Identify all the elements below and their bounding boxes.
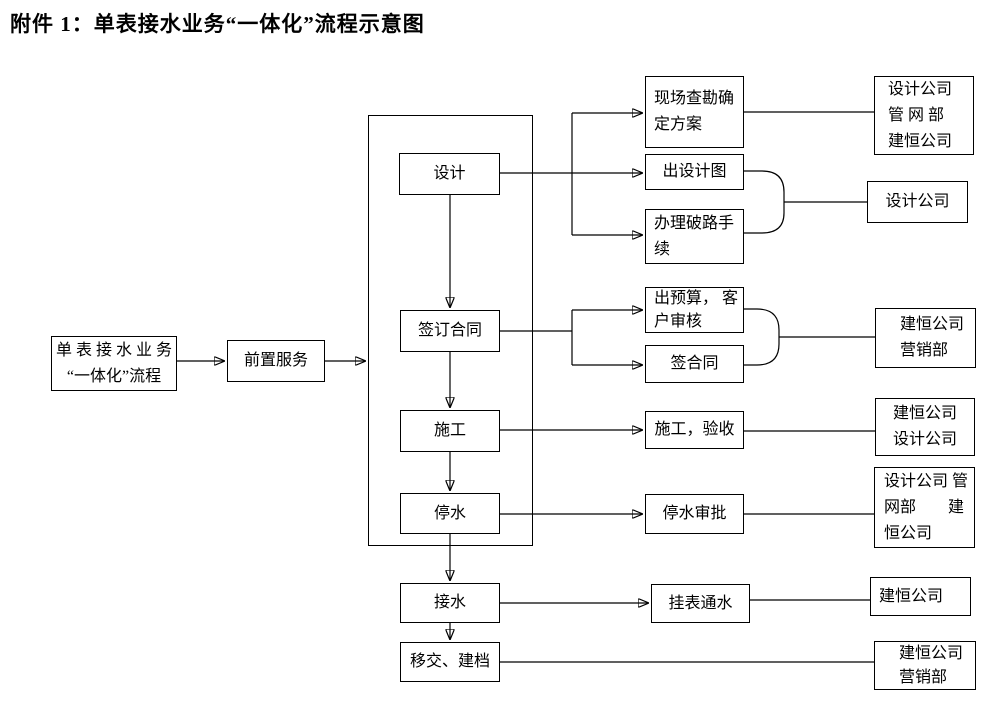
node-site-survey-line2: 定方案: [654, 116, 703, 133]
org-design: 设计公司: [867, 181, 968, 223]
node-design-label: 设计: [433, 165, 466, 182]
org-jianheng-marketing: 建恒公司 营销部: [875, 308, 976, 368]
org-jianheng-design: 建恒公司 设计公司: [875, 398, 975, 456]
node-construction-label: 施工: [433, 422, 466, 439]
node-handover: 移交、建档: [400, 642, 500, 682]
node-budget-review-line1: 出预算， 客: [654, 290, 739, 307]
node-sign-simple: 签合同: [645, 345, 744, 383]
org-jianheng-design-line2: 设计公司: [892, 431, 957, 448]
node-construction: 施工: [400, 410, 500, 452]
node-stop-approval: 停水审批: [645, 494, 744, 534]
node-pre-service: 前置服务: [227, 340, 325, 382]
node-design-drawing-label: 出设计图: [662, 163, 727, 180]
node-budget-review: 出预算， 客 户审核: [645, 287, 744, 333]
org-design-pipe-jianheng: 设计公司 管 网 部 建恒公司: [874, 76, 974, 155]
node-design: 设计: [399, 153, 500, 195]
node-meter-water: 挂表通水: [651, 584, 750, 623]
node-sign-contract: 签订合同: [400, 310, 500, 352]
process-group-container: [368, 115, 533, 546]
node-connect-water-label: 接水: [433, 594, 466, 611]
node-road-break-line2: 续: [654, 240, 671, 258]
org-jianheng-marketing-line1: 建恒公司: [900, 316, 965, 333]
page-title: 附件 1：单表接水业务“一体化”流程示意图: [10, 12, 425, 36]
node-site-survey: 现场查勘确 定方案: [645, 76, 744, 148]
node-sign-contract-label: 签订合同: [417, 322, 482, 339]
org-jianheng: 建恒公司: [870, 577, 971, 616]
org-design-pipe-jianheng-2-line3: 恒公司: [884, 524, 933, 542]
org-jianheng-marketing-2-line1: 建恒公司: [899, 644, 964, 662]
node-budget-review-line2: 户审核: [654, 313, 703, 330]
node-handover-label: 移交、建档: [409, 653, 490, 670]
node-stop-water: 停水: [400, 493, 500, 534]
node-construction-accept-label: 施工，验收: [654, 421, 735, 438]
node-road-break-line1: 办理破路手: [654, 214, 735, 232]
node-design-drawing: 出设计图: [645, 154, 744, 190]
node-road-break: 办理破路手 续: [645, 209, 744, 264]
org-design-pipe-jianheng-2-line1: 设计公司 管: [884, 472, 969, 490]
org-design-pipe-jianheng-line2: 管 网 部: [888, 106, 945, 124]
org-design-pipe-jianheng-line3: 建恒公司: [888, 132, 953, 150]
node-stop-water-label: 停水: [433, 504, 466, 522]
node-pre-service-label: 前置服务: [243, 352, 308, 369]
node-start: 单 表 接 水 业 务 “一体化”流程: [51, 336, 177, 391]
node-sign-simple-label: 签合同: [670, 355, 719, 372]
node-meter-water-label: 挂表通水: [668, 594, 733, 612]
org-jianheng-marketing-2: 建恒公司 营销部: [874, 641, 976, 690]
bracket-drawing-roadbreak: [744, 170, 785, 234]
org-jianheng-design-line1: 建恒公司: [892, 405, 957, 422]
org-jianheng-marketing-2-line2: 营销部: [899, 668, 948, 686]
org-design-pipe-jianheng-2: 设计公司 管 网部 建 恒公司: [874, 467, 975, 548]
node-stop-approval-label: 停水审批: [662, 505, 727, 522]
org-jianheng-label: 建恒公司: [879, 587, 944, 605]
org-design-label: 设计公司: [885, 193, 950, 210]
node-connect-water: 接水: [400, 583, 500, 623]
org-design-pipe-jianheng-2-line2: 网部 建: [884, 498, 965, 516]
node-start-line1: 单 表 接 水 业 务: [55, 341, 172, 359]
node-site-survey-line1: 现场查勘确: [654, 90, 735, 107]
node-start-line2: “一体化”流程: [66, 367, 162, 385]
node-construction-accept: 施工，验收: [645, 411, 744, 449]
org-jianheng-marketing-line2: 营销部: [900, 342, 949, 359]
bracket-budget-signsimple: [744, 308, 780, 366]
org-design-pipe-jianheng-line1: 设计公司: [888, 80, 953, 98]
